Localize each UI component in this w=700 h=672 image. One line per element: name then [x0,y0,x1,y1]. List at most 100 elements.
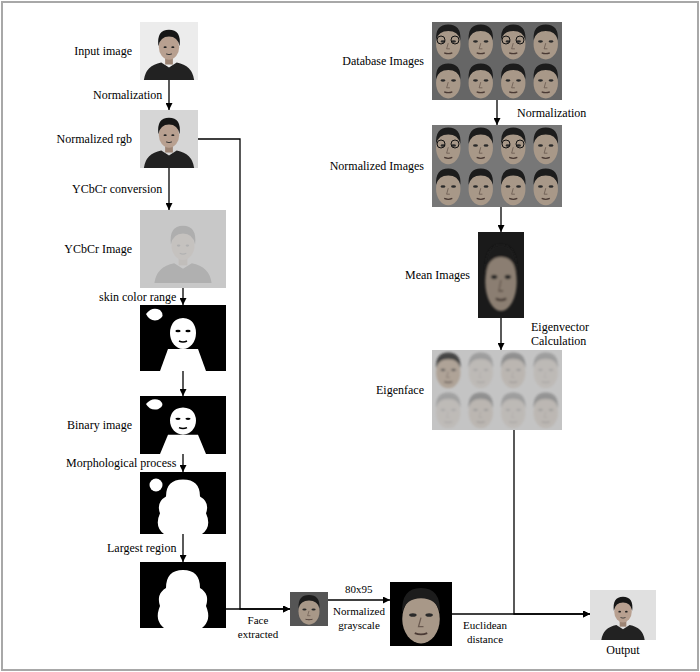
image-node [290,592,328,626]
binary-mask [140,396,226,454]
image-node: Mean Images [478,232,524,318]
art-use [534,63,558,98]
morph-mask [140,472,226,534]
art-use [402,588,440,644]
art-circle [437,140,445,148]
art-use [144,30,194,80]
art-rect [140,22,198,80]
stage-label: Database Images [342,54,424,68]
art-use [436,169,460,206]
art-use [501,63,525,98]
art-use [534,128,558,165]
arrow-label: Normalization [517,106,586,120]
art-rect [432,125,562,207]
normalized-photo [140,110,198,168]
art-use [501,128,525,165]
image-node: Input image [140,22,198,80]
art-circle [516,36,524,44]
art-rect [432,22,562,100]
art-use [154,226,211,283]
art-circle [502,140,510,148]
image-node [390,582,452,646]
extracted-face [290,592,328,626]
art-use [601,597,644,640]
image-node: YCbCr Image [140,210,226,288]
flow-arrow [182,371,183,396]
art-use [436,63,460,98]
art-use [534,393,558,429]
art-rect [290,592,328,626]
art-rect [590,590,656,640]
flow-arrow [198,139,290,609]
art-circle [502,36,510,44]
arrow-label: Morphological process [66,456,176,470]
art-use [485,245,517,311]
stage-label: Mean Images [405,268,470,282]
arrow-label: YCbCr conversion [72,182,162,196]
art-rect [478,232,524,318]
grayscale-face [390,582,452,646]
art-rect [140,110,198,168]
art-rect [390,582,452,646]
largest-region-mask [140,562,226,628]
stage-label: Output [606,643,639,657]
stage-label: Binary image [67,418,132,432]
flow-arrow [182,534,183,562]
art-circle [451,36,459,44]
flow-arrow [500,318,501,350]
input-photo [140,22,198,80]
mean-face [478,232,524,318]
flow-arrow [514,430,590,614]
image-node: Database Images [432,22,562,100]
art-use [140,472,226,534]
image-node: Normalized Images [432,125,562,207]
art-use [469,63,493,98]
image-node [140,305,226,371]
art-circle [451,140,459,148]
art-use [140,562,226,628]
art-use [469,353,493,389]
image-node: Normalized rgb [140,110,198,168]
flow-arrow [182,454,183,472]
arrow-label: skin color range [99,290,176,304]
output-photo [590,590,656,640]
image-node [140,562,226,628]
art-use [469,169,493,206]
flow-arrow [496,100,497,125]
stage-label: Normalized rgb [57,132,132,146]
arrow-label: Euclidean distance [455,618,515,646]
image-node: Binary image [140,396,226,454]
arrow-label: Eigenvector Calculation [531,320,611,348]
art-use [469,393,493,429]
image-node: Output [590,590,656,640]
art-use [501,353,525,389]
stage-label: YCbCr Image [64,242,132,256]
flow-arrow [168,168,169,210]
skin-mask [140,305,226,371]
art-use [140,396,226,454]
database-grid [432,22,562,100]
art-use [144,118,194,168]
art-use [436,24,460,59]
art-use [436,393,460,429]
art-rect [140,210,226,288]
art-use [534,169,558,206]
arrow-label: Face extracted [230,613,286,641]
ycbcr-photo [140,210,226,288]
stage-label: Eigenface [376,383,424,397]
art-use [501,24,525,59]
flow-arrow [500,207,501,232]
art-rect [432,350,562,430]
image-node [140,472,226,534]
art-use [140,305,226,371]
image-node: Eigenface [432,350,562,430]
art-circle [150,479,163,492]
art-use [534,24,558,59]
flow-arrow [182,288,183,305]
art-use [469,24,493,59]
art-use [298,595,319,625]
arrow-label: 80x95 [345,582,373,596]
art-use [436,128,460,165]
stage-label: Normalized Images [330,159,424,173]
